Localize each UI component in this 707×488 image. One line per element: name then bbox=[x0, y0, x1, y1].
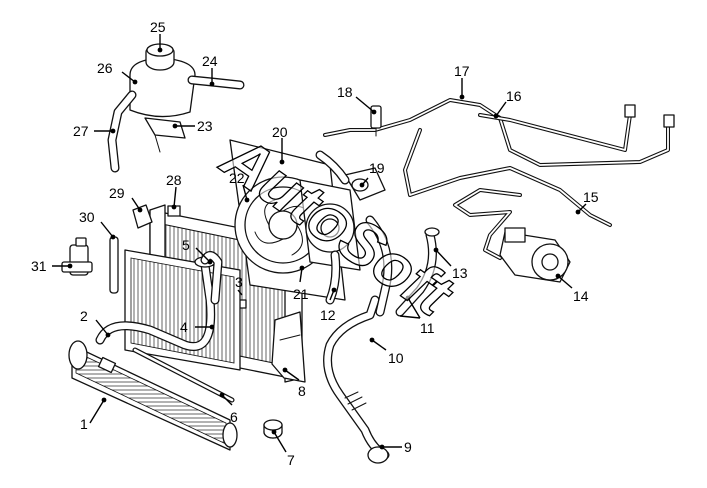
svg-text:17: 17 bbox=[454, 63, 470, 79]
lower-hose bbox=[323, 295, 390, 464]
callout-24: 24 bbox=[202, 53, 218, 87]
callout-18: 18 bbox=[337, 84, 377, 115]
svg-text:27: 27 bbox=[73, 123, 89, 139]
svg-text:12: 12 bbox=[320, 307, 336, 323]
svg-text:21: 21 bbox=[293, 286, 309, 302]
svg-text:4: 4 bbox=[180, 319, 188, 335]
callout-7: 7 bbox=[271, 429, 295, 468]
svg-text:14: 14 bbox=[573, 288, 589, 304]
callout-22: 22 bbox=[229, 170, 250, 203]
svg-text:5: 5 bbox=[182, 237, 190, 253]
svg-text:15: 15 bbox=[583, 189, 599, 205]
svg-text:23: 23 bbox=[197, 118, 213, 134]
svg-text:10: 10 bbox=[388, 350, 404, 366]
callout-16: 16 bbox=[493, 88, 522, 119]
callout-14: 14 bbox=[555, 273, 589, 304]
callout-10: 10 bbox=[369, 337, 404, 366]
callout-15: 15 bbox=[575, 189, 599, 215]
cap bbox=[263, 419, 283, 439]
coolant-fitting bbox=[61, 237, 93, 276]
expansion-tank bbox=[129, 43, 196, 118]
svg-text:30: 30 bbox=[79, 209, 95, 225]
svg-text:18: 18 bbox=[337, 84, 353, 100]
callout-30: 30 bbox=[79, 209, 116, 240]
callout-25: 25 bbox=[150, 19, 166, 53]
callout-11: 11 bbox=[399, 295, 435, 336]
callout-23: 23 bbox=[172, 118, 213, 134]
coolant-hoses bbox=[325, 215, 440, 317]
svg-text:11: 11 bbox=[420, 320, 435, 336]
svg-text:19: 19 bbox=[369, 160, 385, 176]
callout-19: 19 bbox=[359, 160, 385, 188]
svg-text:20: 20 bbox=[272, 124, 288, 140]
svg-text:24: 24 bbox=[202, 53, 218, 69]
ac-compressor bbox=[499, 227, 571, 283]
callout-20: 20 bbox=[272, 124, 288, 165]
svg-text:25: 25 bbox=[150, 19, 166, 35]
callout-6: 6 bbox=[219, 392, 238, 425]
callout-31: 31 bbox=[31, 258, 73, 274]
drain-tube bbox=[109, 236, 119, 294]
clip bbox=[132, 204, 153, 229]
svg-text:7: 7 bbox=[287, 452, 295, 468]
callout-9: 9 bbox=[379, 439, 412, 455]
callout-17: 17 bbox=[454, 63, 470, 100]
svg-text:16: 16 bbox=[506, 88, 522, 104]
callout-8: 8 bbox=[282, 367, 306, 399]
svg-text:9: 9 bbox=[404, 439, 412, 455]
svg-text:31: 31 bbox=[31, 258, 47, 274]
callout-12: 12 bbox=[320, 287, 337, 323]
callout-21: 21 bbox=[293, 265, 309, 302]
support-bar bbox=[132, 347, 235, 403]
svg-text:13: 13 bbox=[452, 265, 468, 281]
svg-text:26: 26 bbox=[97, 60, 113, 76]
callout-2: 2 bbox=[80, 308, 111, 338]
callout-27: 27 bbox=[73, 123, 116, 139]
svg-text:2: 2 bbox=[80, 308, 88, 324]
callout-29: 29 bbox=[109, 185, 143, 213]
svg-text:22: 22 bbox=[229, 170, 245, 186]
intercooler bbox=[68, 340, 238, 451]
callout-28: 28 bbox=[166, 172, 182, 210]
callout-13: 13 bbox=[433, 247, 468, 281]
bracket bbox=[271, 311, 306, 383]
ac-pipes bbox=[323, 98, 675, 260]
svg-text:29: 29 bbox=[109, 185, 125, 201]
callout-26: 26 bbox=[97, 60, 138, 85]
svg-text:1: 1 bbox=[80, 416, 88, 432]
svg-text:3: 3 bbox=[235, 274, 243, 290]
svg-text:28: 28 bbox=[166, 172, 182, 188]
callout-5: 5 bbox=[182, 237, 213, 265]
callout-3: 3 bbox=[235, 274, 243, 296]
svg-text:8: 8 bbox=[298, 383, 306, 399]
tank-bracket bbox=[144, 117, 186, 153]
callouts: 1 2 3 4 5 6 7 bbox=[31, 19, 599, 468]
callout-1: 1 bbox=[80, 397, 107, 432]
callout-4: 4 bbox=[180, 319, 215, 335]
svg-text:6: 6 bbox=[230, 409, 238, 425]
fan-shroud bbox=[229, 139, 361, 301]
